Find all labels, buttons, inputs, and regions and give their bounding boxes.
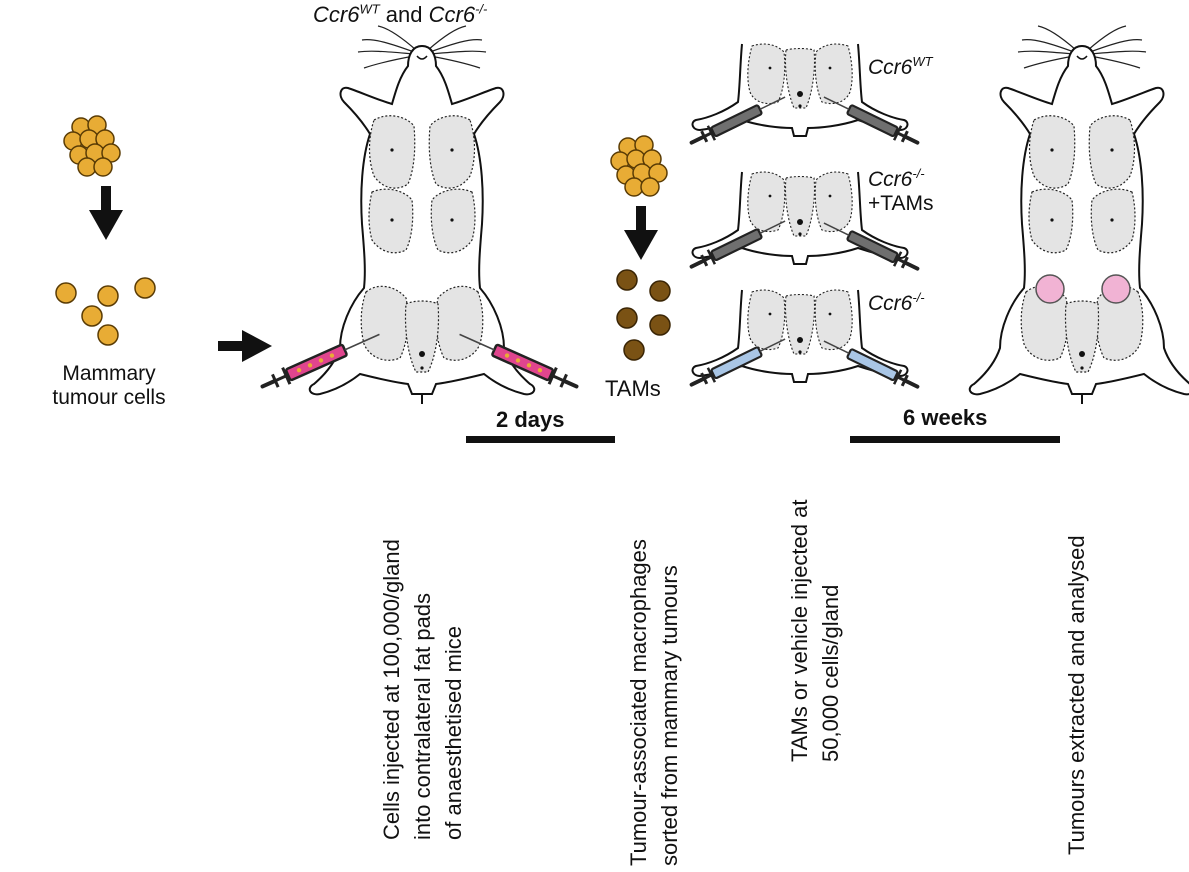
tumour-cells-dispersed-icon	[56, 278, 155, 345]
timeline-label-2-days: 2 days	[496, 407, 565, 432]
group-ko-tams-line2: +TAMs	[868, 192, 934, 216]
step-4-description: Tumours extracted and analysed	[1061, 535, 1092, 855]
group-ko-base: Ccr6	[868, 292, 912, 315]
timeline-label-6-weeks: 6 weeks	[903, 405, 987, 430]
step-2-line1: Tumour-associated macrophages	[623, 539, 654, 866]
mice-genotypes-label: Ccr6WT and Ccr6-/-	[313, 2, 487, 27]
down-arrow-icon	[624, 206, 658, 260]
tams-label: TAMs	[605, 376, 661, 401]
tumour-mass-left	[1036, 275, 1064, 303]
step-1-line1: Cells injected at 100,000/gland	[376, 539, 407, 840]
step-3-line1: TAMs or vehicle injected at	[784, 500, 815, 762]
group-ko-sup: -/-	[912, 290, 924, 305]
genotype-wt-sup: WT	[359, 2, 379, 17]
step-1-line3: of anaesthetised mice	[438, 539, 469, 840]
tams-dispersed-icon	[617, 270, 670, 360]
group-ko-tams-sup: -/-	[912, 166, 924, 181]
step-1-line2: into contralateral fat pads	[407, 539, 438, 840]
step-3-line2: 50,000 cells/gland	[815, 500, 846, 762]
right-arrow-icon	[218, 330, 272, 362]
step-2-description: Tumour-associated macrophages sorted fro…	[623, 539, 685, 866]
genotype-ko-base: Ccr6	[429, 2, 475, 27]
step-4-line1: Tumours extracted and analysed	[1061, 535, 1092, 855]
mammary-cells-label-line2: tumour cells	[44, 386, 174, 410]
step-3-description: TAMs or vehicle injected at 50,000 cells…	[784, 500, 846, 762]
mammary-cells-label-line1: Mammary	[44, 362, 174, 386]
timeline-bar-2-days	[466, 436, 615, 443]
step-1-description: Cells injected at 100,000/gland into con…	[376, 539, 469, 840]
down-arrow-icon	[89, 186, 123, 240]
genotype-and: and	[380, 2, 429, 27]
genotype-ko-sup: -/-	[475, 2, 487, 17]
tumour-cell-cluster-icon	[64, 116, 120, 176]
mammary-cells-label: Mammary tumour cells	[44, 362, 174, 410]
step-2-line2: sorted from mammary tumours	[654, 539, 685, 866]
tumour-mass-right	[1102, 275, 1130, 303]
group-wt-sup: WT	[912, 54, 932, 69]
tam-source-cluster-icon	[611, 136, 667, 196]
group-wt-label: Ccr6WT	[868, 56, 933, 80]
group-wt-base: Ccr6	[868, 56, 912, 79]
group-ko-tams-base: Ccr6	[868, 168, 912, 191]
mouse-injection-icon	[259, 26, 580, 404]
group-ko-tams-label: Ccr6-/- +TAMs	[868, 168, 934, 216]
mouse-with-tumours-icon	[970, 26, 1189, 404]
genotype-wt-base: Ccr6	[313, 2, 359, 27]
group-ko-label: Ccr6-/-	[868, 292, 925, 316]
timeline-bar-6-weeks	[850, 436, 1060, 443]
